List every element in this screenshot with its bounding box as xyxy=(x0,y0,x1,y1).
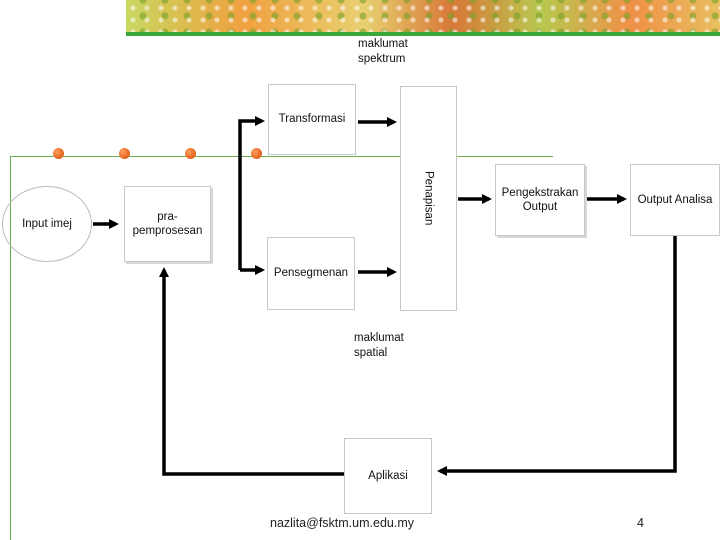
arrow-output-to-aplikasi xyxy=(437,236,677,476)
node-input-imej-label: Input imej xyxy=(22,218,72,230)
node-prapemprosesan: pra- pemprosesan xyxy=(124,186,211,262)
node-transformasi: Transformasi xyxy=(268,84,356,155)
node-output-analisa: Output Analisa xyxy=(630,164,720,236)
node-pengekstrakan-label: Pengekstrakan Output xyxy=(501,186,579,213)
node-pensegmenan: Pensegmenan xyxy=(267,237,355,310)
node-transformasi-label: Transformasi xyxy=(278,113,346,126)
node-pengekstrakan-output: Pengekstrakan Output xyxy=(495,164,585,236)
bullet-dot xyxy=(185,148,196,159)
frame-line-top xyxy=(10,156,553,157)
node-penapisan: Penapisan xyxy=(400,86,457,311)
bullet-dot xyxy=(119,148,130,159)
node-aplikasi: Aplikasi xyxy=(344,438,432,514)
node-pensegmenan-label: Pensegmenan xyxy=(273,267,349,280)
node-penapisan-label: Penapisan xyxy=(422,171,435,226)
label-maklumat-spektrum: maklumat spektrum xyxy=(358,38,408,65)
arrow-aplikasi-to-prapemprosesan xyxy=(159,267,344,476)
header-banner-pattern xyxy=(126,0,720,32)
node-output-analisa-label: Output Analisa xyxy=(637,193,713,206)
node-aplikasi-label: Aplikasi xyxy=(368,469,408,482)
bullet-dot xyxy=(53,148,64,159)
node-input-imej: Input imej xyxy=(2,186,92,262)
node-prapemprosesan-label: pra- pemprosesan xyxy=(132,210,203,237)
label-maklumat-spatial: maklumat spatial xyxy=(354,332,404,359)
header-green-line xyxy=(126,32,720,36)
footer-email: nazlita@fsktm.um.edu.my xyxy=(270,516,414,530)
footer-page-number: 4 xyxy=(637,516,644,530)
arrow-split-to-transformasi xyxy=(238,116,265,270)
bullet-dot xyxy=(251,148,262,159)
frame-line-left xyxy=(10,156,11,540)
